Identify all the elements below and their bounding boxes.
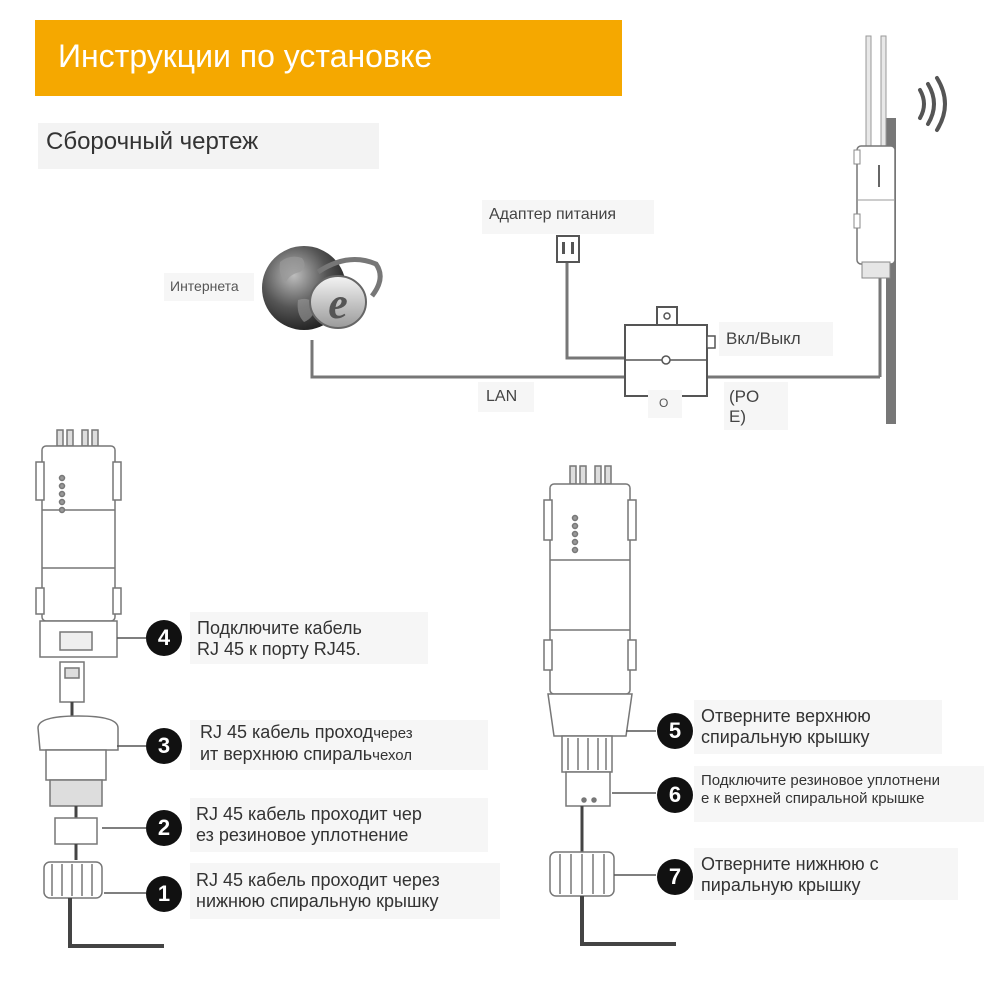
poe-label-line1: (PO [729, 387, 760, 406]
step-3-text: RJ 45 кабель проходчерез ит верхнюю спир… [200, 722, 413, 766]
step-2-badge: 2 [146, 810, 182, 846]
internet-label-box [164, 273, 254, 301]
step-1-line1: RJ 45 кабель проходит через [196, 870, 440, 890]
power-adapter-icon [556, 235, 580, 263]
step-7-line1: Отверните нижнюю с [701, 854, 879, 874]
indicator-label-box [648, 390, 682, 418]
power-adapter-label-box [482, 200, 654, 234]
step-4-text: Подключите кабель RJ 45 к порту RJ45. [197, 618, 362, 660]
step-3-line1-b: через [373, 725, 413, 742]
subtitle-background [38, 123, 379, 169]
step-1-box [190, 863, 500, 919]
step-7-line2: пиральную крышку [701, 875, 861, 895]
device-right-illustration [543, 465, 676, 946]
step-6-line2: е к верхней спиральной крышке [701, 790, 925, 807]
poe-label: (PO E) [729, 387, 759, 427]
title-banner [35, 20, 622, 96]
step-4-line1: Подключите кабель [197, 618, 362, 638]
step-1-badge: 1 [146, 876, 182, 912]
step-5-line2: спиральную крышку [701, 727, 870, 747]
power-adapter-label: Адаптер питания [489, 206, 617, 223]
step-4-line2: RJ 45 к порту RJ45. [197, 639, 361, 659]
step-5-line1: Отверните верхнюю [701, 706, 871, 726]
step-1-line2: нижнюю спиральную крышку [196, 891, 439, 911]
indicator-label: O [659, 396, 669, 410]
step-1-text: RJ 45 кабель проходит через нижнюю спира… [196, 870, 440, 912]
step-6-box [694, 766, 984, 822]
right-leader-lines [612, 730, 656, 876]
step-3-box [190, 720, 488, 770]
step-4-badge: 4 [146, 620, 182, 656]
step-2-line2: ез резиновое уплотнение [196, 825, 409, 845]
step-7-box [694, 848, 958, 900]
lan-label-box [478, 382, 534, 412]
poe-injector-icon [624, 306, 716, 397]
step-2-text: RJ 45 кабель проходит чер ез резиновое у… [196, 804, 422, 846]
step-4-box [190, 612, 428, 664]
device-left-illustration [35, 429, 164, 948]
step-5-badge: 5 [657, 713, 693, 749]
switch-label-box [719, 322, 833, 356]
internet-globe-icon: e [262, 246, 383, 330]
access-point-on-pole [853, 35, 947, 424]
step-3-line2-b: чехол [372, 747, 413, 764]
step-5-box [694, 700, 942, 754]
step-7-badge: 7 [657, 859, 693, 895]
poe-label-line2: E) [729, 407, 746, 426]
step-5-text: Отверните верхнюю спиральную крышку [701, 706, 871, 748]
step-3-line2-a: ит верхнюю спираль [200, 744, 373, 764]
step-6-text: Подключите резиновое уплотнени е к верхн… [701, 772, 940, 808]
left-leader-lines [102, 637, 146, 894]
step-2-box [190, 798, 488, 852]
step-3-line2: ит верхнюю спиральчехол [200, 744, 413, 766]
lan-label: LAN [486, 388, 518, 405]
section-subtitle: Сборочный чертеж [46, 128, 259, 155]
step-2-line1: RJ 45 кабель проходит чер [196, 804, 422, 824]
poe-label-box [724, 382, 788, 430]
cable-lines [310, 262, 882, 379]
switch-label: Вкл/Выкл [726, 329, 801, 348]
step-7-text: Отверните нижнюю с пиральную крышку [701, 854, 879, 896]
step-3-line1: RJ 45 кабель проходчерез [200, 722, 413, 744]
page-title: Инструкции по установке [58, 38, 433, 74]
step-6-line1: Подключите резиновое уплотнени [701, 772, 940, 789]
internet-label: Интернета [170, 278, 239, 294]
step-6-badge: 6 [657, 777, 693, 813]
svg-text:e: e [328, 279, 348, 328]
step-3-badge: 3 [146, 728, 182, 764]
step-3-line1-a: RJ 45 кабель проход [200, 722, 374, 742]
